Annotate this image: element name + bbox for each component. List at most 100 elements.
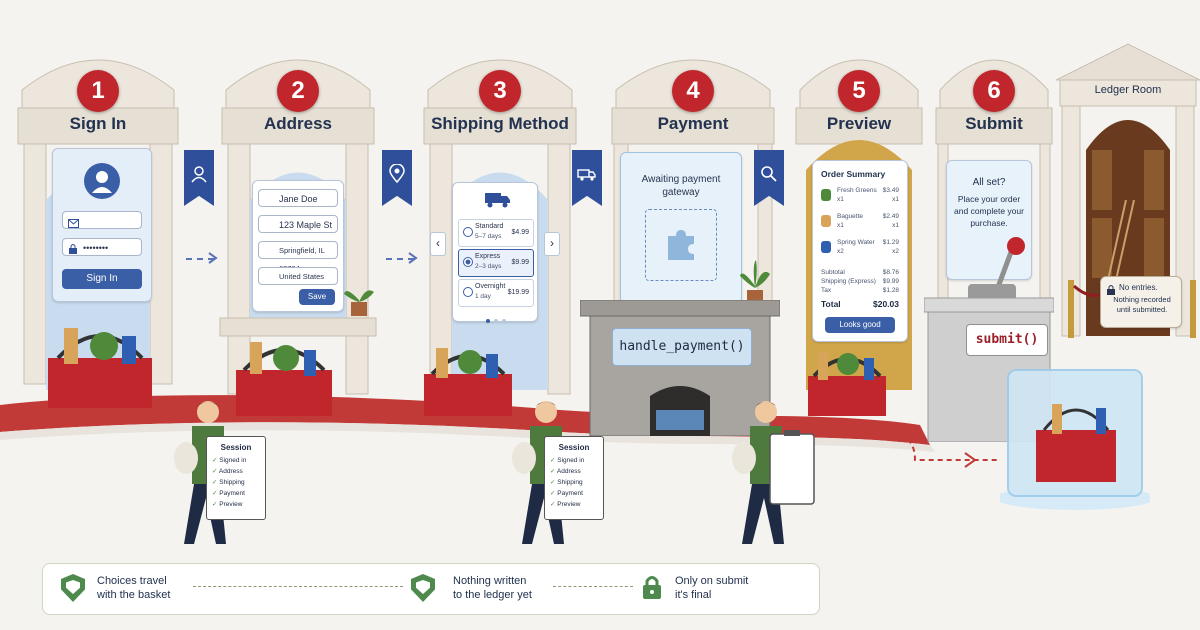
check-icon: ✓: [550, 468, 557, 475]
order-item-qty: x2: [837, 248, 844, 255]
frozen-basket: [1000, 360, 1150, 510]
tax-value: $1.28: [883, 287, 899, 294]
session-checklist-item: ✓ Shipping: [550, 477, 584, 488]
session-checklist-item: ✓ Payment: [212, 488, 246, 499]
grocery-basket-icon: [44, 318, 156, 410]
password-mask: ••••••••: [83, 243, 108, 253]
order-item-price: $1.29: [883, 239, 899, 246]
ledger-sign-line1: No entries.: [1119, 283, 1158, 292]
porter-with-clipboard: Session ✓ Signed in✓ Address✓ Shipping✓ …: [170, 398, 270, 550]
session-item-label: Signed in: [219, 457, 246, 464]
order-item-name: Spring Water: [837, 239, 875, 246]
session-item-label: Preview: [557, 501, 580, 508]
looks-good-button[interactable]: Looks good: [825, 317, 895, 333]
user-avatar-icon: [84, 163, 120, 199]
session-items: ✓ Signed in✓ Address✓ Shipping✓ Payment✓…: [212, 455, 246, 510]
session-checklist-item: ✓ Payment: [550, 488, 584, 499]
handle-payment-label: handle_payment(): [612, 328, 752, 366]
shipping-option-price: $9.99: [511, 259, 529, 266]
shipping-option-eta: 2–3 days: [475, 263, 501, 270]
save-button[interactable]: Save: [299, 289, 335, 305]
country-value: United States: [279, 272, 324, 281]
order-summary-title: Order Summary: [821, 169, 885, 179]
step-title: Address: [218, 114, 378, 134]
legend-2: Nothing written to the ledger yet: [453, 574, 532, 602]
sign-in-button[interactable]: Sign In: [62, 269, 142, 289]
order-item-line-qty: x1: [892, 196, 899, 203]
subtotal-label: Subtotal: [821, 269, 845, 276]
ledger-room-title: Ledger Room: [1056, 84, 1200, 96]
session-checklist-item: ✓ Address: [212, 466, 246, 477]
legend-2-line2: to the ledger yet: [453, 589, 532, 601]
street-value: 123 Maple St: [279, 220, 332, 230]
shipping-option-name: Express: [475, 253, 500, 260]
legend-1-line2: with the basket: [97, 589, 170, 601]
order-summary-panel: Order Summary Fresh Greensx1$3.49x1Bague…: [812, 160, 908, 342]
legend-2-line1: Nothing written: [453, 575, 526, 587]
tax-label: Tax: [821, 287, 831, 294]
legend-3: Only on submit it's final: [675, 574, 748, 602]
pagination-dots: [485, 311, 509, 329]
legend-3-line1: Only on submit: [675, 575, 748, 587]
session-item-label: Shipping: [219, 479, 244, 486]
session-checklist-item: ✓ Address: [550, 466, 584, 477]
location-pin-icon: [387, 164, 407, 184]
mail-icon: [68, 216, 79, 234]
order-item-line-qty: x2: [892, 248, 899, 255]
legend-connector: [193, 586, 403, 587]
arrow-head-icon: [408, 252, 418, 264]
name-value: Jane Doe: [279, 194, 318, 204]
total-value: $20.03: [873, 299, 899, 309]
step-badge: 4: [672, 70, 714, 112]
password-field[interactable]: ••••••••: [62, 238, 142, 256]
email-field[interactable]: [62, 211, 142, 229]
step-badge: 3: [479, 70, 521, 112]
country-field[interactable]: United States: [258, 267, 338, 285]
shield-icon: [61, 574, 85, 602]
shipping-option-name: Overnight: [475, 283, 505, 290]
name-field[interactable]: Jane Doe: [258, 189, 338, 207]
step-title: Sign In: [14, 114, 182, 134]
submit-message: Place your order and complete your purch…: [953, 193, 1025, 229]
radio-icon[interactable]: [463, 287, 473, 297]
shield-icon: [411, 574, 435, 602]
radio-icon[interactable]: [463, 227, 473, 237]
arrow-head-icon: [208, 252, 218, 264]
session-clipboard: Session ✓ Signed in✓ Address✓ Shipping✓ …: [544, 436, 604, 520]
legend-3-line2: it's final: [675, 589, 711, 601]
lock-small-icon: [68, 242, 78, 260]
street-field[interactable]: 123 Maple St: [258, 215, 338, 233]
shipping-value: $9.99: [883, 278, 899, 285]
total-label: Total: [821, 299, 841, 309]
step-title: Submit: [934, 114, 1054, 134]
session-checklist-item: ✓ Signed in: [212, 455, 246, 466]
session-checklist-item: ✓ Preview: [212, 499, 246, 510]
ledger-sign: No entries. Nothing recorded until submi…: [1100, 276, 1182, 328]
step-badge: 6: [973, 70, 1015, 112]
water-bottle-icon: [821, 241, 831, 253]
greens-icon: [821, 189, 831, 201]
shipping-option[interactable]: Express 2–3 days $9.99: [458, 249, 534, 277]
porter-with-blank-clipboard: [728, 398, 828, 550]
shipping-option-eta: 5–7 days: [475, 233, 501, 240]
session-checklist-item: ✓ Signed in: [550, 455, 584, 466]
order-item-line-qty: x1: [892, 222, 899, 229]
session-item-label: Address: [557, 468, 581, 475]
radio-selected-icon[interactable]: [463, 257, 473, 267]
city-field[interactable]: Springfield, IL 62704: [258, 241, 338, 259]
magnifier-icon: [759, 164, 779, 184]
shipping-option[interactable]: Standard 5–7 days $4.99: [458, 219, 534, 247]
legend-1-line1: Choices travel: [97, 575, 167, 587]
shipping-option-name: Standard: [475, 223, 503, 230]
shipping-option-price: $4.99: [511, 229, 529, 236]
chevron-left-icon[interactable]: ‹: [430, 232, 446, 256]
payment-status: Awaiting payment gateway: [629, 173, 733, 199]
porter-with-clipboard: Session ✓ Signed in✓ Address✓ Shipping✓ …: [508, 398, 608, 550]
chevron-right-icon[interactable]: ›: [544, 232, 560, 256]
order-item-qty: x1: [837, 196, 844, 203]
signin-panel: •••••••• Sign In: [52, 148, 152, 302]
session-items: ✓ Signed in✓ Address✓ Shipping✓ Payment✓…: [550, 455, 584, 510]
session-item-label: Address: [219, 468, 243, 475]
